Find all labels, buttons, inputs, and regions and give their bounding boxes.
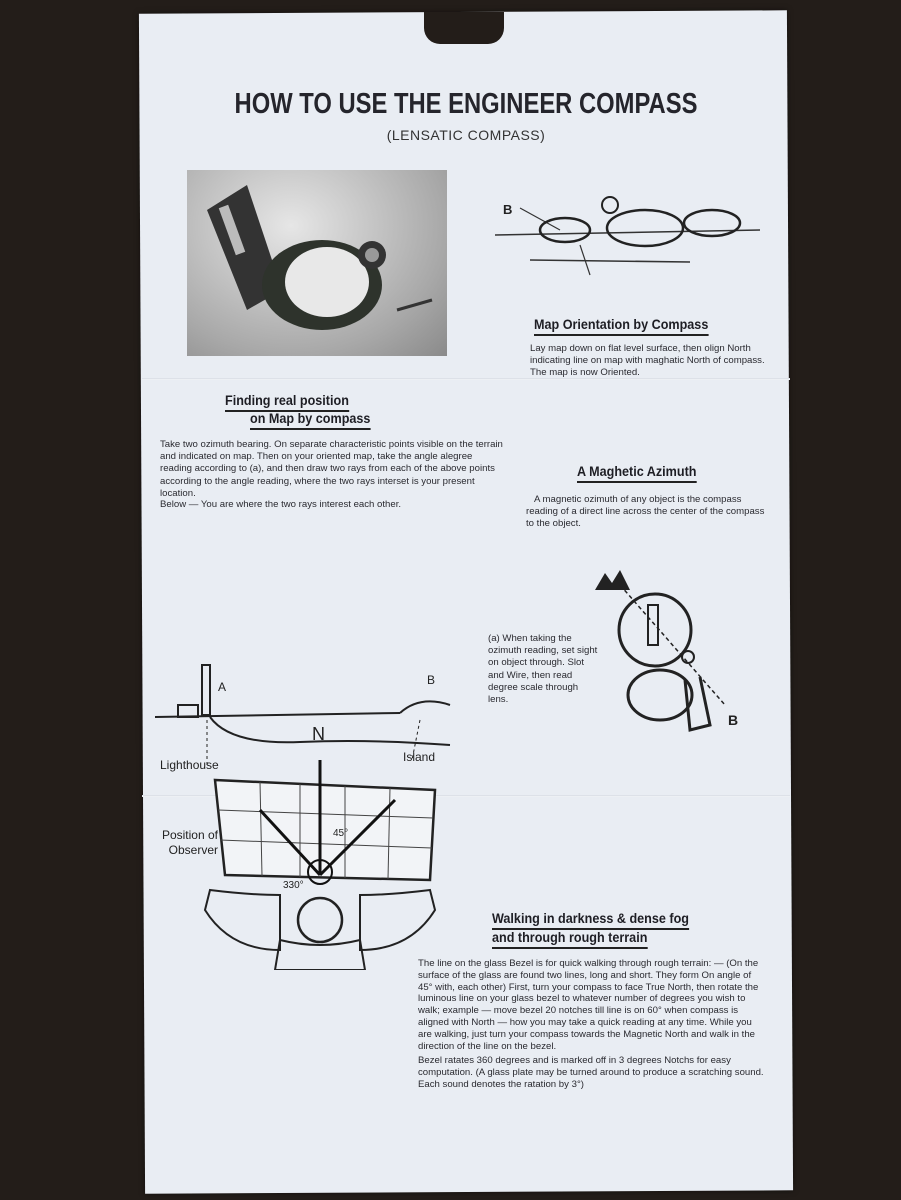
text-magnetic-azimuth: A magnetic ozimuth of any object is the … bbox=[526, 494, 765, 530]
sighting-compass-diagram bbox=[595, 570, 726, 732]
hang-slot bbox=[424, 12, 504, 44]
map-orientation-diagram bbox=[494, 196, 761, 276]
label-45: 45° bbox=[333, 828, 349, 839]
heading-finding-line1: Finding real position bbox=[225, 392, 349, 412]
label-observer: Position of Observer bbox=[161, 828, 218, 857]
label-object-b: B bbox=[728, 712, 739, 728]
heading-map-orientation: Map Orientation by Compass bbox=[534, 316, 709, 336]
heading-walking-line2: and through rough terrain bbox=[492, 929, 648, 949]
heading-finding-line2: on Map by compass bbox=[250, 410, 371, 430]
heading-walking-line1: Walking in darkness & dense fog bbox=[492, 910, 689, 930]
text-finding: Take two ozimuth bearing. On separate ch… bbox=[160, 439, 503, 499]
page-subtitle: (LENSATIC COMPASS) bbox=[386, 127, 546, 143]
text-sighting: (a) When taking the ozimuth reading, set… bbox=[488, 633, 598, 706]
heading-magnetic-azimuth: A Maghetic Azimuth bbox=[577, 463, 697, 483]
text-map-orientation: Lay map down on flat level surface, then… bbox=[530, 343, 765, 379]
label-330: 330° bbox=[283, 880, 304, 891]
page-title: HOW TO USE THE ENGINEER COMPASS bbox=[234, 88, 698, 120]
compass-photo bbox=[187, 170, 447, 356]
label-b-island: B bbox=[427, 673, 436, 687]
label-island: Island bbox=[403, 750, 436, 764]
label-b: B bbox=[503, 202, 513, 217]
label-a: A bbox=[218, 680, 227, 694]
fold-line bbox=[142, 795, 790, 797]
position-finding-diagram bbox=[154, 664, 451, 970]
fold-line bbox=[142, 378, 790, 380]
label-lighthouse: Lighthouse bbox=[160, 758, 219, 772]
text-walking-bezel: Bezel ratates 360 degrees and is marked … bbox=[418, 1055, 764, 1090]
label-north: N bbox=[312, 724, 325, 744]
compass-icon bbox=[207, 185, 433, 330]
text-finding-below: Below — You are where the two rays inter… bbox=[160, 499, 402, 510]
text-walking: The line on the glass Bezel is for quick… bbox=[418, 958, 759, 1052]
